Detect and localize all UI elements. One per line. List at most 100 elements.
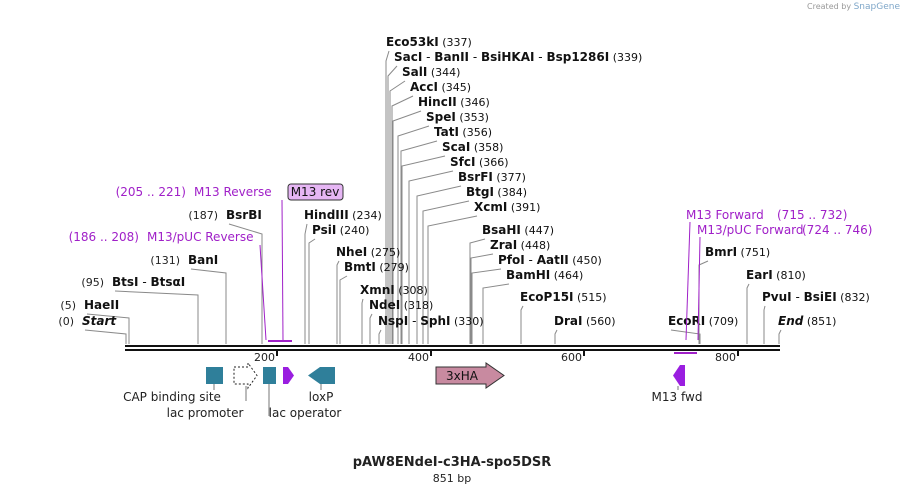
enzyme-label-bamhi: BamHI (464) — [506, 268, 583, 282]
enzyme-connector — [520, 305, 524, 344]
enzyme-label-hindiii: HindIII (234) — [304, 208, 382, 222]
ruler-label: 400 — [408, 351, 429, 364]
primer-range: (186 .. 208) — [69, 230, 139, 244]
enzyme-connector — [698, 260, 709, 344]
enzyme-connector — [482, 283, 510, 344]
enzyme-connector — [86, 313, 130, 344]
enzyme-connector — [391, 95, 414, 344]
enzyme-label-bmri: BmrI (751) — [705, 245, 770, 259]
enzyme-connector — [670, 329, 701, 344]
enzyme-label-eari: EarI (810) — [746, 268, 806, 282]
ruler-label: 600 — [561, 351, 582, 364]
enzyme-label-psii: PsiI (240) — [312, 223, 369, 237]
enzyme-label-xcmi: XcmI (391) — [474, 200, 540, 214]
enzyme-connector — [308, 238, 316, 344]
enzyme-label-bani: BanI — [188, 253, 218, 267]
enzyme-connector — [385, 50, 390, 344]
enzyme-connector — [470, 253, 494, 344]
enzyme-label-saci: SacI - BanII - BsiHKAI - Bsp1286I (339) — [394, 50, 642, 64]
feature-label-lac-promoter: lac promoter — [167, 406, 244, 420]
enzyme-label-acci: AccI (345) — [410, 80, 471, 94]
enzyme-connector — [746, 283, 750, 344]
ruler-label: 200 — [254, 351, 275, 364]
enzyme-connector — [378, 329, 382, 344]
primer-range: (724 .. 746) — [802, 223, 872, 237]
enzyme-connector — [471, 268, 502, 344]
enzyme-label-btgi: BtgI (384) — [466, 185, 527, 199]
enzyme-connector — [397, 125, 430, 344]
enzyme-connector — [401, 155, 446, 344]
enzyme-position: (95) — [81, 276, 104, 289]
credit-prefix: Created by — [807, 2, 852, 11]
enzyme-label-sfci: SfcI (366) — [450, 155, 509, 169]
enzyme-connector — [228, 223, 263, 344]
enzyme-connector — [427, 215, 478, 344]
enzyme-connector — [114, 290, 199, 344]
feature-label-lac-operator: lac operator — [269, 406, 342, 420]
enzyme-connector — [392, 110, 422, 344]
feature-m13-fwd-arrow — [673, 365, 685, 386]
feature-label-cap-binding-site: CAP binding site — [123, 390, 221, 404]
enzyme-connector — [408, 170, 454, 344]
feature-label-3xha: 3xHA — [446, 369, 479, 383]
feature-m13-rev-arrow — [283, 367, 294, 384]
primer-m13-forward: M13 Forward — [686, 208, 764, 222]
enzyme-label-spei: SpeI (353) — [426, 110, 489, 124]
primer-range: (205 .. 221) — [116, 185, 186, 199]
enzyme-label-haeii: HaeII — [84, 298, 119, 312]
enzyme-label-ecop15i: EcoP15I (515) — [520, 290, 607, 304]
enzyme-connector — [778, 329, 782, 344]
feature-lac-operator — [263, 367, 276, 384]
enzyme-connector — [336, 260, 340, 344]
enzyme-label-start: Start — [82, 314, 117, 328]
enzyme-label-sali: SalI (344) — [402, 65, 460, 79]
enzyme-label-zrai: ZraI (448) — [490, 238, 550, 252]
enzyme-position: (0) — [58, 315, 74, 328]
enzyme-connector — [416, 185, 462, 344]
enzyme-label-tati: TatI (356) — [434, 125, 492, 139]
primer-connector — [281, 199, 284, 341]
enzyme-label-xmni: XmnI (308) — [360, 283, 428, 297]
snapgene-credit: Created by SnapGene — [807, 2, 900, 12]
enzyme-label-ndei: NdeI (318) — [369, 298, 433, 312]
feature-3xha-arrow — [435, 362, 505, 389]
primer-connector — [259, 244, 267, 341]
enzyme-label-hincii: HincII (346) — [418, 95, 490, 109]
enzyme-connector — [763, 305, 766, 344]
enzyme-label-bsahi: BsaHI (447) — [482, 223, 554, 237]
enzyme-label-nhei: NheI (275) — [336, 245, 400, 259]
enzyme-connector — [361, 298, 364, 344]
plasmid-length: 851 bp — [432, 472, 472, 485]
primer-m13-puc-forward: M13/pUC Forward — [697, 223, 804, 237]
ruler-label: 800 — [715, 351, 736, 364]
enzyme-connector — [400, 140, 438, 344]
enzyme-position: (5) — [60, 299, 76, 312]
primer-tag-m13-rev: M13 rev — [291, 185, 340, 199]
feature-cap-binding-site — [206, 367, 223, 384]
enzyme-label-scai: ScaI (358) — [442, 140, 503, 154]
plasmid-name: pAW8ENdeI-c3HA-spo5DSR — [352, 455, 552, 470]
enzyme-label-bsrbi: BsrBI — [226, 208, 262, 222]
enzyme-connector — [422, 200, 470, 344]
enzyme-label-nspi: NspI - SphI (330) — [378, 314, 484, 328]
primer-range: (715 .. 732) — [777, 208, 847, 222]
enzyme-position: (131) — [150, 254, 180, 267]
primer-connector — [685, 221, 691, 341]
enzyme-connector — [190, 268, 227, 344]
enzyme-label-eco53ki: Eco53kI (337) — [386, 35, 472, 49]
enzyme-connector — [387, 65, 398, 344]
feature-label-loxp: loxP — [309, 390, 334, 404]
feature-label-m13-fwd: M13 fwd — [652, 390, 703, 404]
enzyme-connector — [469, 238, 486, 344]
primer-tag-box — [287, 183, 344, 201]
enzyme-connector — [84, 329, 127, 344]
feature-loxp-arrow — [308, 367, 335, 384]
enzyme-label-ecori: EcoRI (709) — [668, 314, 738, 328]
enzyme-connector — [304, 223, 308, 344]
enzyme-connector — [369, 313, 373, 344]
snapgene-logo: SnapGene — [853, 2, 900, 12]
enzyme-position: (187) — [188, 209, 218, 222]
primer-m13-puc-reverse: M13/pUC Reverse — [147, 230, 254, 244]
enzyme-connector — [389, 80, 406, 344]
